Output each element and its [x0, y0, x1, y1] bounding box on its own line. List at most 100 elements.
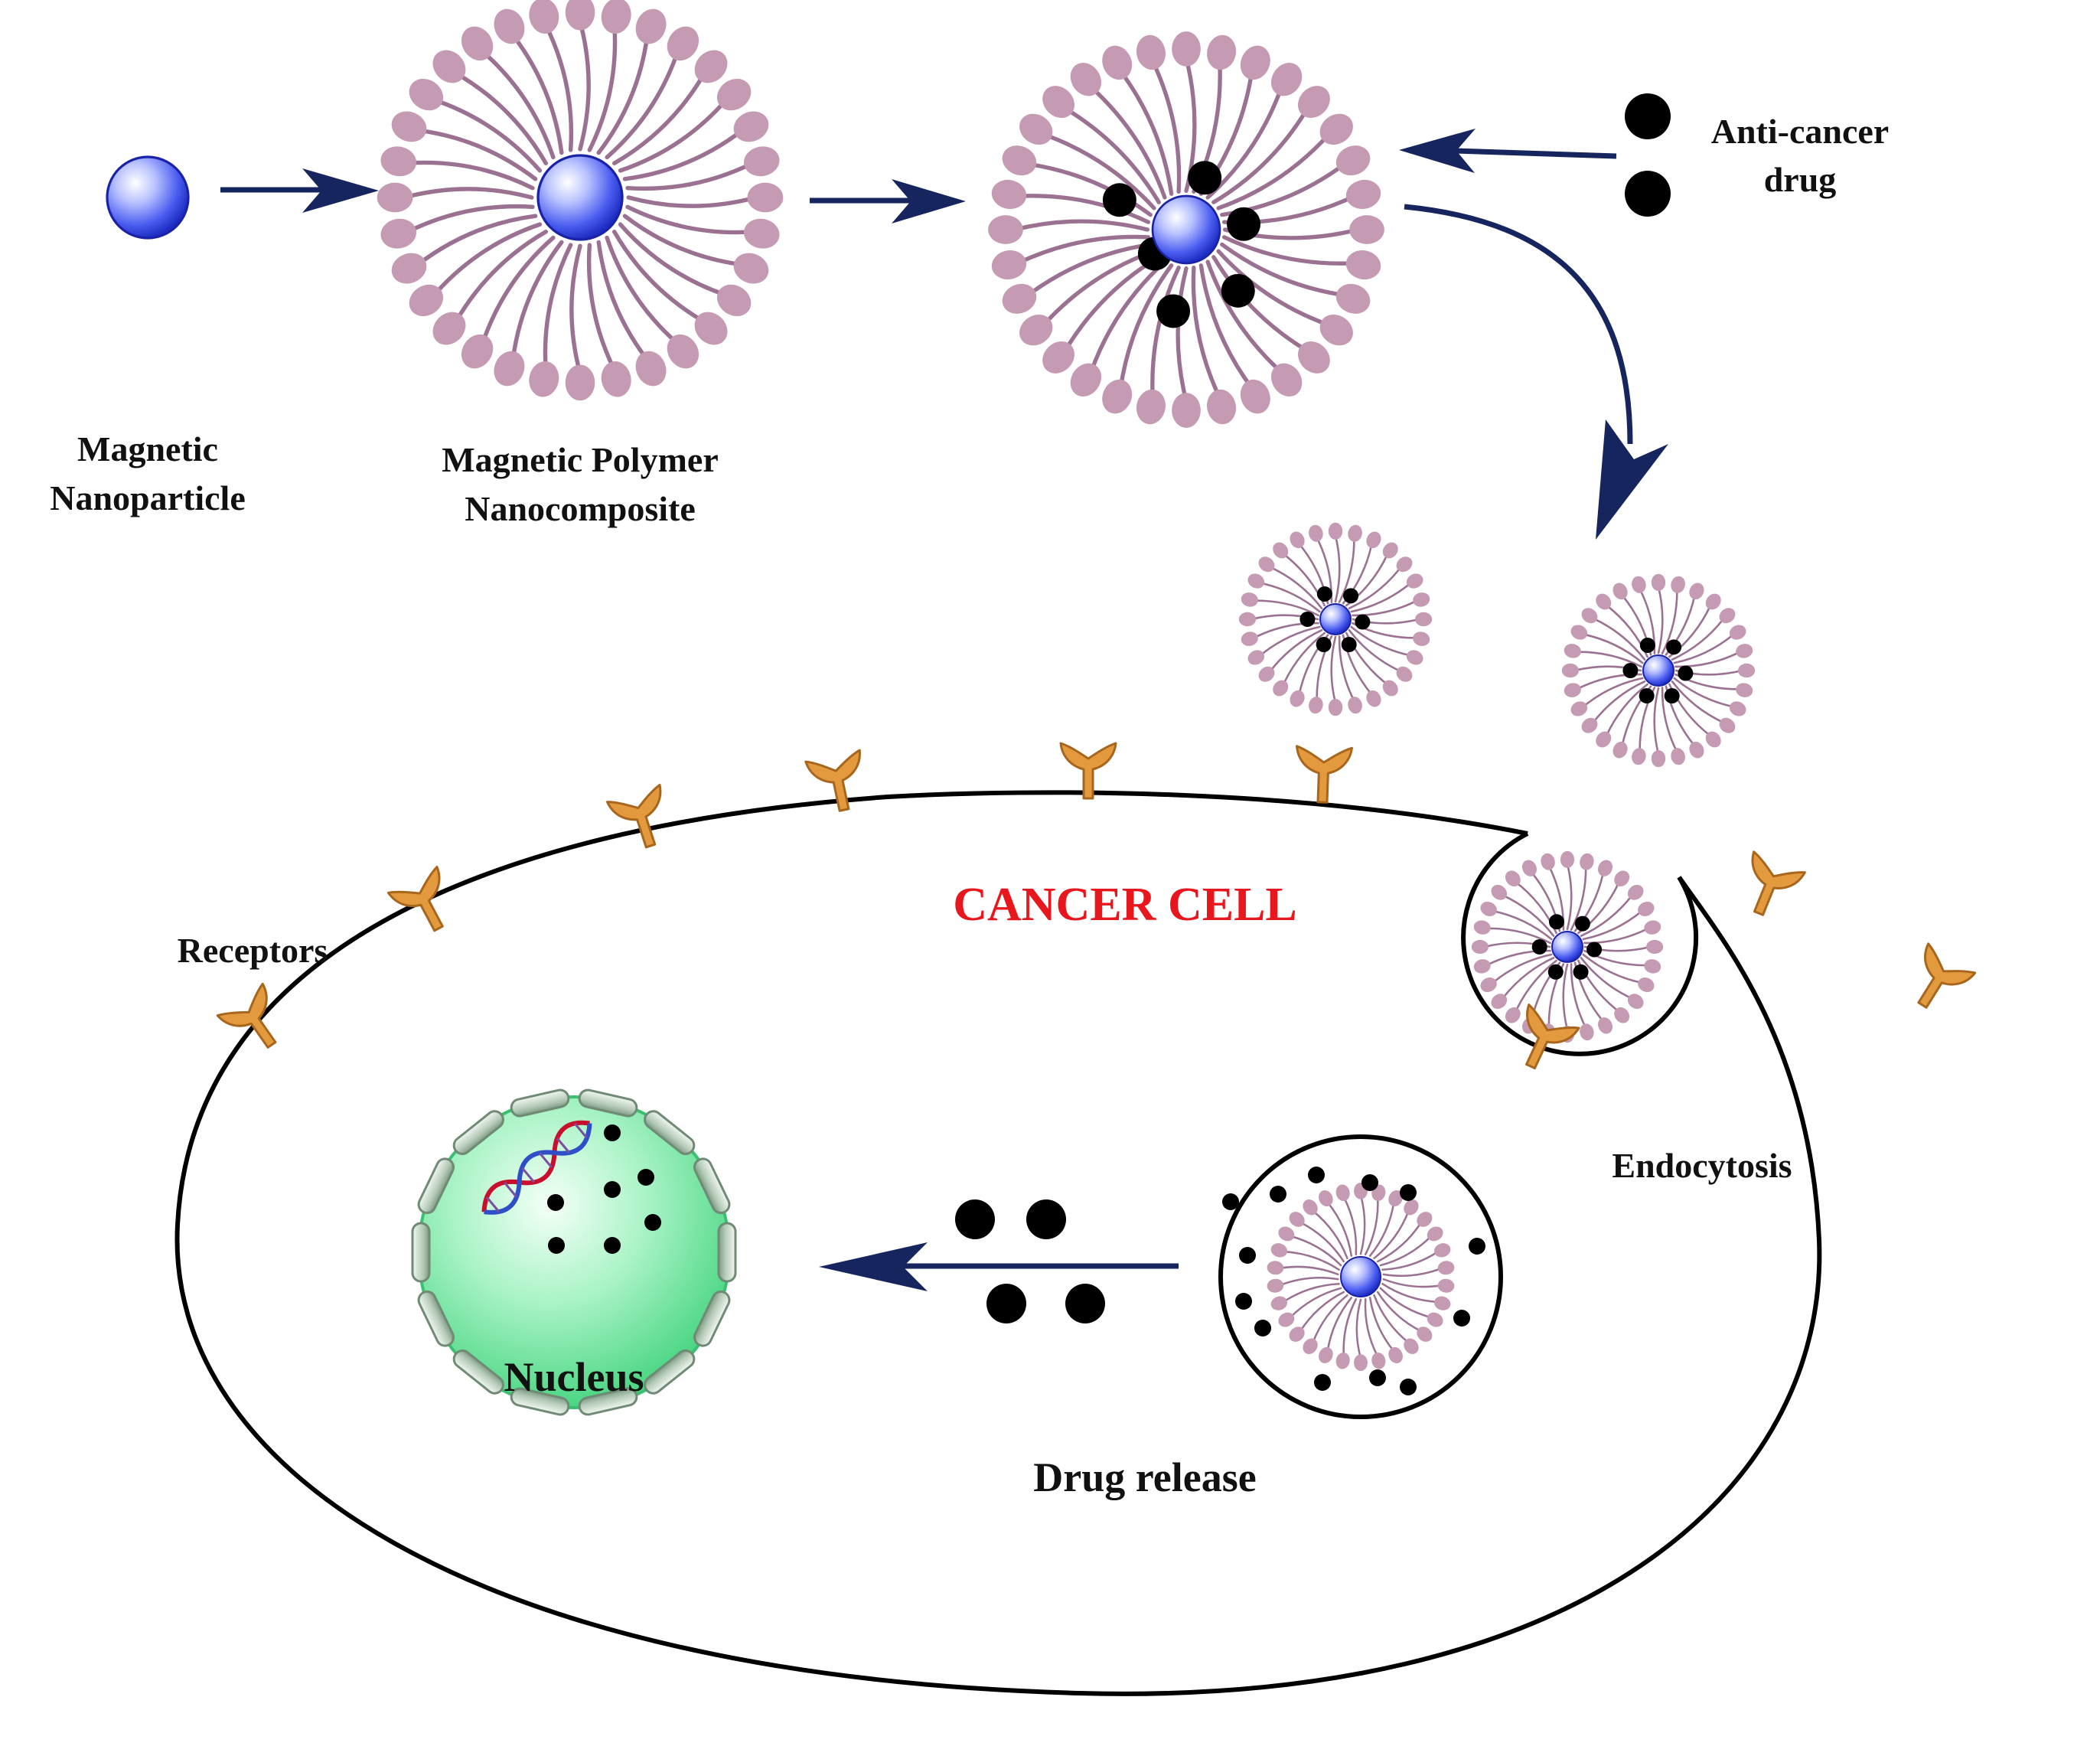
lipid-tail — [480, 235, 556, 346]
lipid-tail — [1653, 687, 1660, 756]
lipid-head — [1366, 690, 1381, 707]
lipid-head — [1042, 341, 1075, 374]
lipid-head — [1172, 393, 1201, 428]
drug-dot-icon — [1343, 588, 1359, 604]
lipid-tail — [1326, 1297, 1353, 1353]
lipid-head — [1319, 113, 1353, 145]
descending-nanocomposite-icon — [1561, 573, 1756, 768]
lipid-head — [1491, 994, 1508, 1010]
lipid-tail — [1501, 957, 1555, 1000]
nuclear-pore — [693, 1290, 731, 1347]
drug-dot-icon — [1469, 1238, 1485, 1255]
lipid-head — [1273, 680, 1289, 697]
drug-dot-icon — [1639, 637, 1655, 653]
receptors-label: Receptors — [178, 931, 328, 970]
lipid-tail — [1211, 255, 1310, 354]
receptor-icon — [1917, 942, 1977, 1009]
lipid-tail — [578, 19, 591, 152]
lipid-head — [377, 182, 413, 213]
lipid-tail — [625, 161, 755, 191]
lipid-head — [461, 26, 494, 61]
lipid-head — [1319, 1346, 1333, 1364]
lipid-head — [1417, 1212, 1433, 1227]
anti-cancer-drug-label-line1: Anti-cancer — [1711, 112, 1889, 151]
lipid-head — [1736, 683, 1753, 697]
lipid-head — [1297, 86, 1330, 119]
nanoparticle-core-icon — [1151, 194, 1221, 265]
lipid-head — [1437, 1278, 1455, 1293]
lipid-tail — [1381, 1282, 1440, 1304]
lipid-head — [1417, 1327, 1433, 1342]
lipid-tail — [1566, 863, 1573, 931]
lipid-head — [1297, 341, 1330, 374]
drug-dot-icon — [1548, 914, 1564, 930]
endocytosis-vesicle-membrane — [1461, 831, 1699, 1056]
endocytosis-label: Endocytosis — [1612, 1146, 1792, 1185]
lipid-head — [1413, 631, 1430, 646]
lipid-head — [1042, 86, 1075, 119]
lipid-head — [1737, 663, 1756, 678]
released-drug-dots — [1222, 1167, 1485, 1395]
lipid-tail — [1026, 242, 1153, 298]
lipid-head — [1303, 1338, 1318, 1354]
lipid-tail — [1269, 566, 1323, 609]
lipid-head — [1241, 631, 1258, 646]
lipid-head — [391, 111, 427, 142]
lipid-head — [1404, 1338, 1419, 1354]
receptor-icon — [216, 982, 277, 1049]
lipid-tail — [1661, 588, 1678, 654]
lipid-head — [733, 111, 769, 142]
lipid-head — [1002, 283, 1037, 314]
lipid-head — [1278, 1312, 1295, 1327]
lipid-tail — [1062, 106, 1161, 204]
lipid-tail — [1342, 1196, 1358, 1256]
lipid-tail — [1150, 59, 1182, 194]
lipid-head — [494, 8, 525, 44]
lipid-head — [1564, 683, 1581, 697]
drug-dot-icon — [1221, 273, 1255, 308]
lipid-head — [1319, 314, 1353, 346]
lipid-head — [1627, 884, 1644, 900]
lipid-head — [601, 0, 631, 34]
lipid-head — [991, 179, 1027, 209]
lipid-tail — [480, 49, 556, 160]
lipid-head — [1671, 748, 1685, 765]
lipid-tail — [618, 222, 729, 298]
drug-dot-icon — [1400, 1379, 1417, 1395]
lipid-head — [1719, 717, 1736, 733]
nuclear-pore — [510, 1387, 570, 1416]
lipid-head — [1581, 717, 1598, 733]
lipid-head — [1671, 576, 1685, 593]
lipid-head — [1596, 731, 1612, 748]
lipid-head — [1596, 593, 1612, 610]
drug-dot-icon — [955, 1199, 995, 1239]
lipid-tail — [569, 243, 582, 376]
lipid-tail — [1582, 633, 1644, 664]
lipid-tail — [1191, 265, 1222, 400]
lipid-tail — [1376, 1221, 1423, 1263]
lipid-head — [991, 250, 1027, 280]
lipid-head — [1689, 583, 1704, 600]
lipid-head — [694, 312, 728, 345]
lipid-head — [1614, 870, 1630, 887]
drug-dot-icon — [1574, 915, 1590, 932]
lipid-head — [1290, 690, 1305, 707]
lipid-tail — [1299, 1291, 1345, 1333]
drug-dot-icon — [1308, 1167, 1325, 1183]
cancer-cell-membrane — [174, 790, 1822, 1696]
lipid-head — [1561, 663, 1580, 678]
nuclear-pore — [452, 1349, 504, 1395]
nuclear-pore — [717, 1222, 737, 1283]
lipid-head — [1612, 741, 1628, 759]
lipid-head — [1570, 701, 1588, 716]
lipid-tail — [543, 22, 574, 152]
arrow-left-drug — [1399, 129, 1617, 173]
drug-dot-icon — [1625, 171, 1671, 217]
lipid-head — [1289, 1327, 1305, 1342]
lipid-head — [1270, 1296, 1287, 1310]
lipid-tail — [1334, 534, 1341, 603]
magnetic-polymer-label-line2: Nanocomposite — [465, 489, 696, 528]
arrow-curved-down — [1404, 204, 1668, 540]
drug-dot-icon — [986, 1284, 1026, 1323]
